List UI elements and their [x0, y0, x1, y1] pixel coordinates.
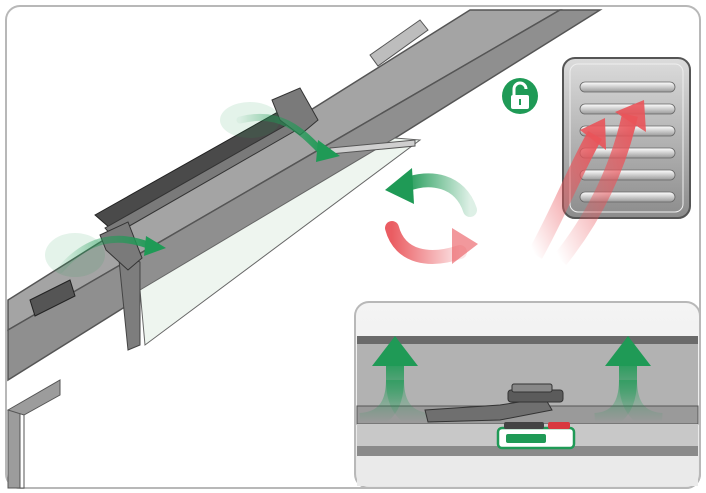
airflow-glow-lower	[45, 233, 105, 277]
airflow-lower-arrow-icon	[144, 236, 166, 256]
window-airflow	[45, 102, 340, 277]
airflow-glow-upper	[220, 102, 280, 138]
lock-slot	[504, 422, 544, 429]
warm-air-arrowhead-right-icon	[615, 100, 646, 132]
airflow-lower-path	[56, 235, 152, 274]
wall-corner	[6, 379, 61, 416]
inset-profile-top	[357, 336, 698, 344]
handle-detail-inset	[354, 301, 701, 489]
air-exchange-arrows-icon	[385, 168, 478, 264]
handle-cap	[511, 383, 553, 393]
airflow-upper-path	[236, 113, 324, 154]
roof-clip-upper	[369, 19, 429, 67]
wall-post-edge	[19, 409, 25, 489]
inset-profile-base	[357, 446, 698, 456]
inset-arrowhead-right-icon	[605, 336, 651, 366]
open-padlock-icon	[502, 78, 538, 114]
warm-air-arrowhead-left-icon	[580, 118, 606, 150]
lock-indicator-red	[548, 422, 570, 429]
inset-arrowhead-left-icon	[372, 336, 418, 366]
hinge-lower	[99, 221, 143, 271]
window-glass	[139, 137, 422, 346]
warm-air-arrow-left	[528, 131, 602, 259]
wall-post	[7, 409, 21, 489]
warm-air-arrow-right	[553, 113, 638, 265]
lock-indicator-green	[506, 434, 546, 443]
ventilation-grille-icon	[528, 57, 691, 265]
roof-clip-lower	[29, 279, 76, 317]
window-handle	[424, 397, 553, 423]
airflow-upper-arrow-icon	[316, 140, 340, 162]
inset-profile-floor	[357, 456, 698, 486]
